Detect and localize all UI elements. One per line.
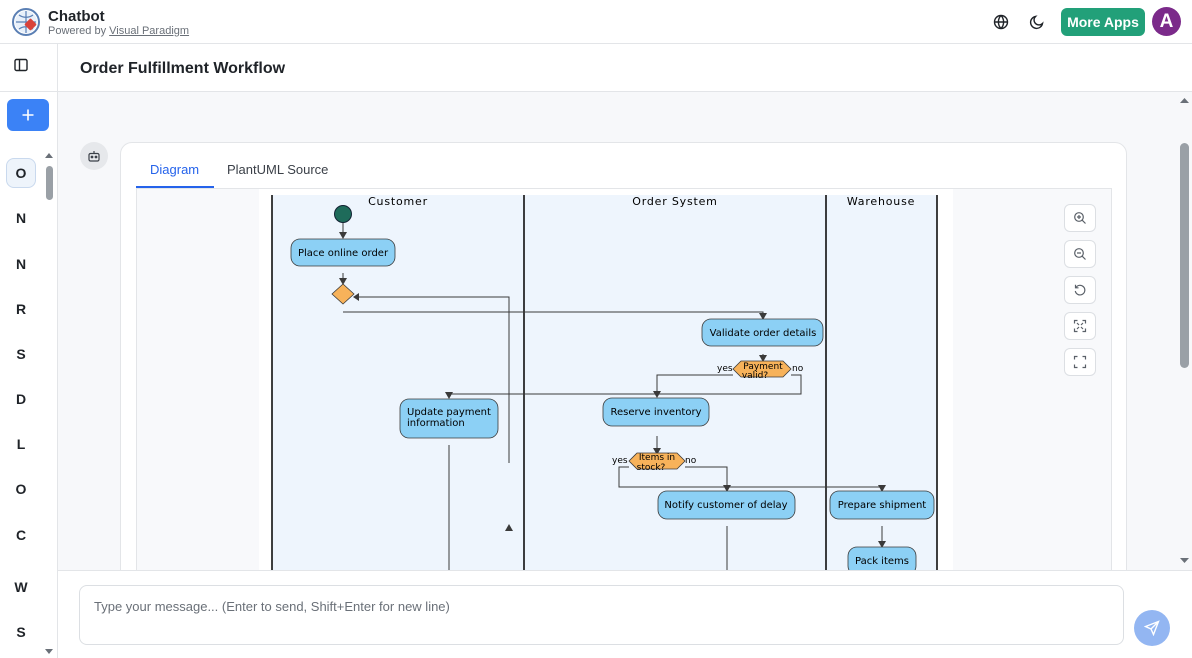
sidebar-scrollbar-thumb[interactable] xyxy=(46,166,53,200)
start-node xyxy=(334,205,352,223)
activity-reserve-inventory xyxy=(602,397,710,427)
activity-update-payment-label-1: Update payment xyxy=(407,407,491,418)
language-globe-icon[interactable] xyxy=(991,12,1011,32)
app-logo-icon xyxy=(12,8,40,36)
zoom-in-icon xyxy=(1074,212,1086,224)
activity-pack-items-label: Pack items xyxy=(855,556,909,567)
activity-prepare-shipment-label: Prepare shipment xyxy=(838,500,927,511)
activity-prepare-shipment xyxy=(829,490,935,520)
powered-by: Powered by Visual Paradigm xyxy=(48,25,189,37)
sidebar-toggle-icon[interactable] xyxy=(14,58,32,76)
fit-to-screen-button[interactable] xyxy=(1064,312,1096,340)
lane-label-order-system: Order System xyxy=(632,195,717,208)
decision-payment-label-2: valid? xyxy=(742,371,769,381)
sidebar: O N N R S D L O C W S xyxy=(0,44,58,658)
decision-stock-label-2: stock? xyxy=(637,463,666,473)
chat-scrollbar-thumb[interactable] xyxy=(1180,143,1189,368)
top-bar: Chatbot Powered by Visual Paradigm More … xyxy=(0,0,1192,44)
visual-paradigm-link[interactable]: Visual Paradigm xyxy=(109,25,190,37)
sidebar-scrollbar[interactable] xyxy=(44,150,54,658)
activity-validate xyxy=(701,318,824,347)
activity-update-payment xyxy=(399,398,499,439)
diagram-viewer[interactable]: Customer Order System Warehouse xyxy=(136,189,1112,570)
activity-validate-label: Validate order details xyxy=(710,328,817,339)
active-tab-indicator xyxy=(136,186,214,188)
branch-label-no: no xyxy=(685,456,697,466)
reset-view-button[interactable] xyxy=(1064,276,1096,304)
fullscreen-button[interactable] xyxy=(1064,348,1096,376)
conversation-item[interactable]: O xyxy=(6,158,36,188)
more-apps-button[interactable]: More Apps xyxy=(1061,8,1145,36)
activity-notify-delay xyxy=(657,490,796,520)
chat-scrollbar[interactable] xyxy=(1176,92,1192,570)
dark-mode-moon-icon[interactable] xyxy=(1027,12,1047,32)
zoom-in-button[interactable] xyxy=(1064,204,1096,232)
reset-rotate-icon xyxy=(1074,284,1086,296)
decision-items-in-stock xyxy=(628,452,686,470)
zoom-out-icon xyxy=(1074,248,1086,260)
branch-label-yes: yes xyxy=(717,364,733,374)
page-title: Order Fulfillment Workflow xyxy=(80,60,286,77)
conversation-item[interactable]: N xyxy=(15,256,27,272)
send-paper-plane-icon xyxy=(1144,620,1160,636)
fit-screen-icon xyxy=(1073,319,1087,333)
assistant-message-card: Diagram PlantUML Source Customer Order S… xyxy=(120,142,1127,570)
branch-label-no: no xyxy=(792,364,804,374)
activity-notify-delay-label: Notify customer of delay xyxy=(664,500,787,511)
chat-area: Diagram PlantUML Source Customer Order S… xyxy=(58,92,1192,570)
decision-stock-label-1: Items in xyxy=(639,453,675,463)
plus-icon xyxy=(22,109,34,121)
tab-diagram[interactable]: Diagram xyxy=(150,162,200,177)
send-button[interactable] xyxy=(1134,610,1170,646)
conversation-item[interactable]: S xyxy=(16,346,26,362)
conversation-item[interactable]: N xyxy=(15,210,27,226)
merge-node xyxy=(331,283,355,305)
activity-pack-items xyxy=(847,546,917,570)
activity-reserve-inventory-label: Reserve inventory xyxy=(611,407,702,418)
zoom-out-button[interactable] xyxy=(1064,240,1096,268)
sidebar-divider xyxy=(0,91,58,92)
conversation-item[interactable]: R xyxy=(15,301,27,317)
conversation-item[interactable]: D xyxy=(15,391,27,407)
tab-plantuml-source[interactable]: PlantUML Source xyxy=(227,162,329,177)
conversation-item[interactable]: L xyxy=(16,436,26,452)
conversation-item[interactable]: C xyxy=(15,527,27,543)
message-input[interactable] xyxy=(79,585,1124,645)
conversation-item[interactable]: S xyxy=(16,624,26,640)
edge-arrowheads xyxy=(339,232,886,548)
activity-place-order-label: Place online order xyxy=(298,248,389,259)
bot-avatar xyxy=(80,142,108,170)
decision-payment-valid xyxy=(732,360,792,378)
tab-bar-divider xyxy=(136,188,1112,189)
activity-place-order xyxy=(290,238,396,267)
conversation-item[interactable]: O xyxy=(15,481,27,497)
powered-by-prefix: Powered by xyxy=(48,25,110,37)
user-avatar[interactable]: A xyxy=(1152,7,1181,36)
fullscreen-icon xyxy=(1073,355,1087,369)
robot-icon xyxy=(88,151,100,162)
conversation-title-bar: Order Fulfillment Workflow xyxy=(58,44,1192,92)
lane-label-customer: Customer xyxy=(368,195,428,208)
app-title: Chatbot xyxy=(48,8,105,25)
decision-payment-label-1: Payment xyxy=(743,362,783,372)
branch-label-yes: yes xyxy=(612,456,628,466)
activity-update-payment-label-2: information xyxy=(407,418,465,429)
activity-diagram: Customer Order System Warehouse xyxy=(259,189,953,570)
message-composer xyxy=(58,570,1192,658)
lane-label-warehouse: Warehouse xyxy=(847,195,915,208)
conversation-item[interactable]: W xyxy=(14,579,28,595)
new-chat-button[interactable] xyxy=(7,99,49,131)
